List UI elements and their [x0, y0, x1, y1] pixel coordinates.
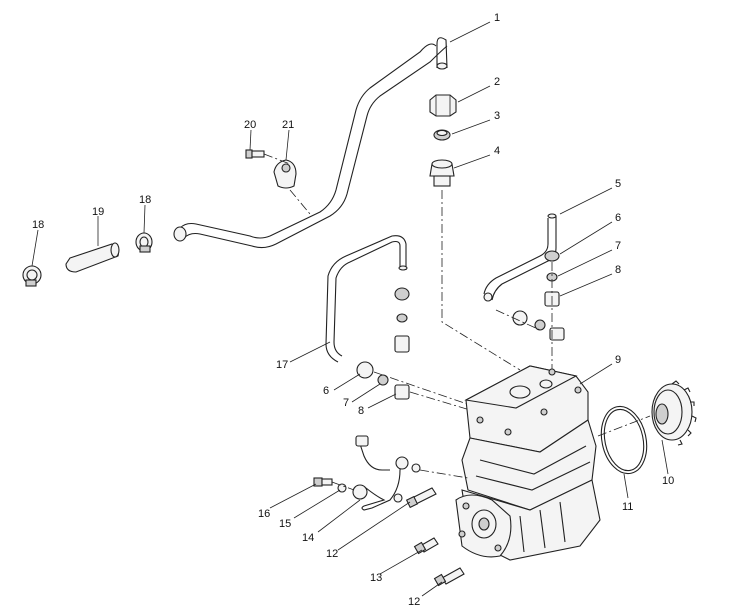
callout-12-lower: 12	[408, 596, 420, 608]
callout-10: 10	[662, 475, 674, 487]
pipe-17	[325, 235, 408, 363]
hose-clamp-right	[135, 232, 153, 253]
callout-7-right: 7	[615, 240, 621, 252]
hose-clamp-left	[22, 265, 42, 287]
oil-line-14	[352, 435, 409, 511]
bolt-12-upper	[405, 487, 437, 509]
bolt-20	[245, 149, 265, 159]
callout-13: 13	[370, 572, 382, 584]
callout-7-left: 7	[343, 397, 349, 409]
callout-16: 16	[258, 508, 270, 520]
callout-labels: 1 2 3 4 5 6 7 8 9 10 11 12 12 13 14 15 1…	[32, 12, 674, 608]
air-compressor	[455, 365, 601, 561]
bolt-13	[413, 537, 439, 555]
drive-gear-10	[651, 380, 697, 446]
washer-lower	[393, 493, 403, 503]
banjo-bolt-16	[313, 477, 333, 487]
pipe-clamp-21	[273, 159, 297, 189]
hose-19	[65, 242, 120, 273]
callout-6-left: 6	[323, 385, 329, 397]
discharge-pipe	[173, 37, 448, 249]
callout-11: 11	[622, 501, 633, 513]
callout-21: 21	[282, 119, 294, 131]
callout-17: 17	[276, 359, 288, 371]
callout-3: 3	[494, 110, 500, 122]
callout-9: 9	[615, 354, 621, 366]
washer-upper	[411, 463, 421, 473]
callout-2: 2	[494, 76, 500, 88]
callout-18-right: 18	[139, 194, 151, 206]
callout-18-left: 18	[32, 219, 44, 231]
callout-8-right: 8	[615, 264, 621, 276]
callout-1: 1	[494, 12, 500, 24]
o-ring-11	[600, 405, 648, 475]
callout-20: 20	[244, 119, 256, 131]
right-fittings	[512, 250, 565, 341]
mid-fittings	[356, 287, 410, 400]
bolt-12-lower	[433, 567, 465, 587]
cap-nut	[429, 94, 457, 117]
callout-14: 14	[302, 532, 314, 544]
callout-5: 5	[615, 178, 621, 190]
callout-19: 19	[92, 206, 104, 218]
callout-12-upper: 12	[326, 548, 338, 560]
sealing-ring	[433, 129, 451, 141]
callout-15: 15	[279, 518, 291, 530]
connector-fitting	[429, 159, 455, 187]
leader-lines	[31, 21, 669, 597]
callout-8-left: 8	[358, 405, 364, 417]
callout-4: 4	[494, 145, 500, 157]
callout-6-right: 6	[615, 212, 621, 224]
